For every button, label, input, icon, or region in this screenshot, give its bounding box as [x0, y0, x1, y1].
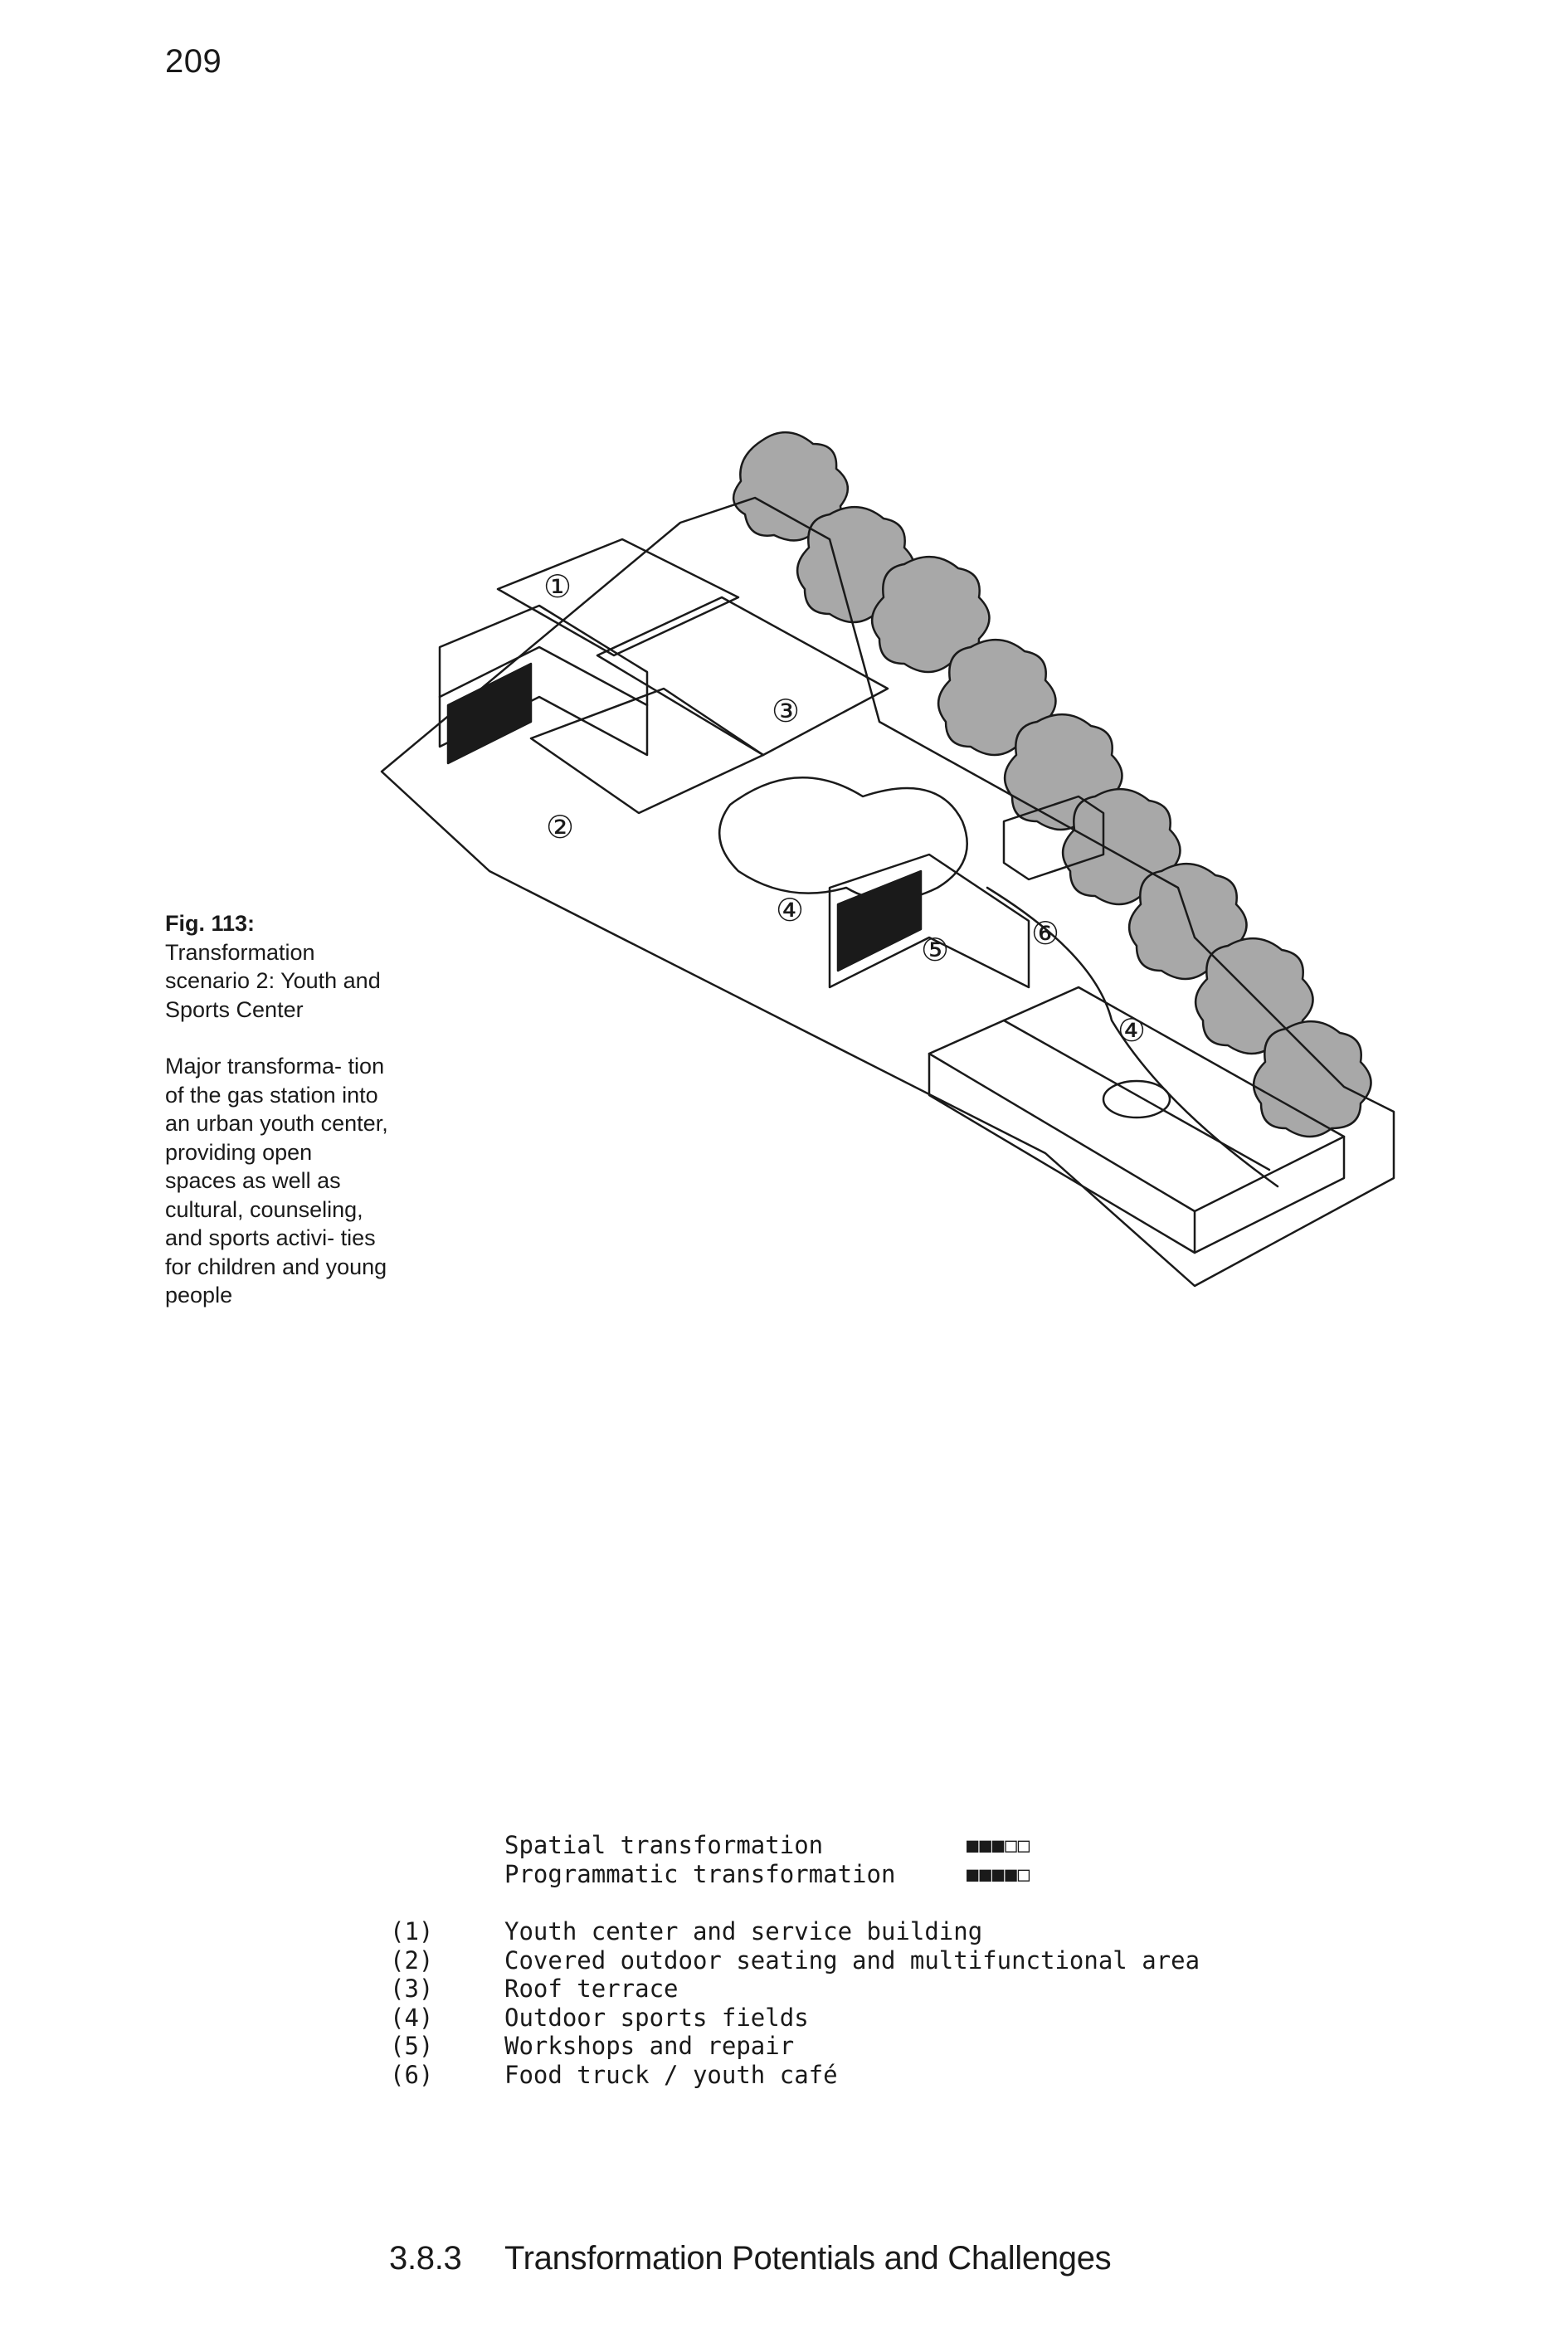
legend-text: Youth center and service building [504, 1917, 983, 1945]
legend-item: (2) Covered outdoor seating and multifun… [390, 1946, 1200, 1975]
rating-score: ■■■□□ [967, 1833, 1031, 1857]
legend-number: (6) [390, 2060, 434, 2089]
legend-item: (1) Youth center and service building [390, 1917, 1200, 1946]
legend-item: (3) Roof terrace [390, 1975, 1200, 2004]
upper-deck [496, 538, 740, 657]
marker-3: ③ [772, 693, 800, 729]
covered-seating [529, 687, 765, 815]
page-number: 209 [165, 43, 222, 80]
legend-number: (1) [390, 1917, 434, 1945]
marker-2: ② [546, 809, 574, 845]
figure-label: Fig. 113: [165, 911, 256, 936]
rating-label: Spatial transformation [504, 1831, 824, 1859]
figure-description: Major transforma- tion of the gas statio… [165, 1054, 388, 1307]
tree-canopy-group [733, 431, 1372, 1138]
food-truck [1002, 795, 1105, 881]
rating-label: Programmatic transformation [504, 1859, 896, 1888]
marker-6: ⑥ [1031, 915, 1059, 952]
figure-caption: Fig. 113: Transformation scenario 2: You… [165, 909, 389, 1310]
skate-bowl [718, 777, 968, 902]
legend-number: (3) [390, 1975, 434, 2003]
legend-item: (4) Outdoor sports fields [390, 2004, 1200, 2033]
workshop-building [828, 853, 1030, 989]
slope-edge [986, 886, 1279, 1188]
marker-5: ⑤ [921, 932, 949, 968]
tree-9 [1253, 1020, 1372, 1138]
legend-item: (6) Food truck / youth café [390, 2061, 1200, 2090]
legend-item: (5) Workshops and repair [390, 2032, 1200, 2061]
marker-1: ① [543, 568, 572, 605]
legend-text: Roof terrace [504, 1975, 679, 2003]
legend-number: (4) [390, 2003, 434, 2032]
marker-4b: ④ [1118, 1012, 1146, 1049]
building-glazing [446, 662, 533, 765]
site-ground-outline [380, 496, 1395, 1288]
drawing-legend: (1) Youth center and service building (2… [390, 1917, 1200, 2089]
roof-terrace [596, 596, 889, 757]
rating-score: ■■■■□ [967, 1862, 1031, 1886]
legend-text: Covered outdoor seating and multifunctio… [504, 1945, 1200, 1975]
isometric-site-drawing: ① ② ③ ④ ⑤ ⑥ ④ [380, 431, 1395, 1288]
transformation-ratings: Spatial transformation ■■■□□ Programmati… [504, 1831, 1030, 1888]
section-heading: 3.8.3 Transformation Potentials and Chal… [389, 2240, 1112, 2277]
marker-4a: ④ [776, 892, 804, 928]
legend-number: (5) [390, 2032, 434, 2060]
legend-text: Outdoor sports fields [504, 2003, 809, 2032]
section-title: Transformation Potentials and Challenges [504, 2240, 1112, 2277]
legend-number: (2) [390, 1945, 434, 1975]
workshop-glazing [836, 869, 923, 972]
figure-title: Transformation scenario 2: Youth and Spo… [165, 939, 381, 1022]
rating-row-programmatic: Programmatic transformation ■■■■□ [504, 1860, 1030, 1889]
section-number: 3.8.3 [389, 2240, 462, 2277]
youth-center-building [438, 604, 649, 757]
legend-text: Workshops and repair [504, 2032, 795, 2060]
rating-row-spatial: Spatial transformation ■■■□□ [504, 1831, 1030, 1860]
legend-text: Food truck / youth café [504, 2060, 838, 2089]
